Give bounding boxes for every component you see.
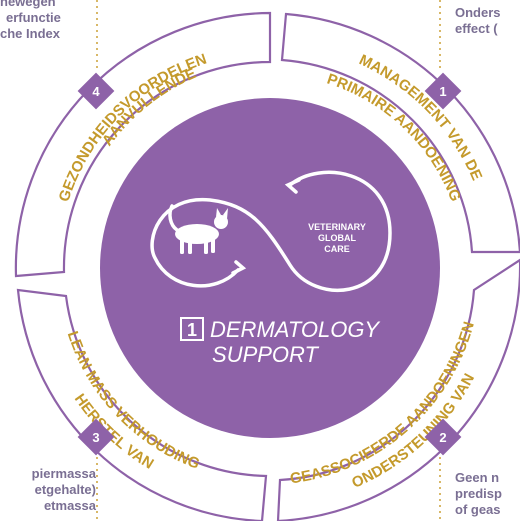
corner-line: Onders [455, 5, 501, 20]
infinity-loop-icon [150, 170, 392, 293]
center-number: 1 [187, 320, 197, 340]
corner-line: effect ( [455, 21, 498, 36]
corner-text-top-right: Onders effect ( [455, 5, 501, 37]
segment-1-number: 1 [439, 84, 446, 99]
center-number-box [180, 317, 204, 341]
center-title-line2: SUPPORT [212, 342, 320, 367]
corner-line: erfunctie [6, 10, 61, 25]
outer-ring [14, 11, 520, 521]
logo-text-line: GLOBAL [318, 233, 356, 243]
segment-2-shape [276, 258, 520, 521]
corner-line: etmassa [43, 498, 96, 513]
cat-icon [168, 204, 228, 254]
corner-line: che Index [0, 26, 60, 41]
center-title-line1: DERMATOLOGY [210, 317, 380, 342]
logo-text-line: VETERINARY [308, 222, 366, 232]
corner-text-bottom-left: piermassa etgehalte) etmassa [0, 466, 96, 514]
segment-4-shape [14, 11, 272, 278]
corner-text-top-left: newegen erfunctie che Index [0, 0, 61, 42]
corner-line: of geas [455, 502, 501, 517]
segment-2-badge: 2 [424, 418, 462, 456]
segment-1-badge: 1 [424, 72, 462, 110]
corner-line: etgehalte) [34, 482, 96, 497]
corner-line: Geen n [455, 470, 500, 485]
segment-2-number: 2 [439, 430, 446, 445]
corner-line: piermassa [31, 466, 96, 481]
segment-3-number: 3 [92, 430, 99, 445]
segment-4-badge: 4 [77, 72, 115, 110]
logo-text-line: CARE [324, 244, 350, 254]
corner-text-bottom-right: Geen n predisp of geas [455, 470, 502, 518]
corner-line: predisp [455, 486, 502, 501]
segment-3-shape [16, 288, 268, 521]
segment-3-badge: 3 [77, 418, 115, 456]
corner-line: newegen [0, 0, 56, 9]
center-circle [100, 98, 440, 438]
segment-4-number: 4 [92, 84, 100, 99]
